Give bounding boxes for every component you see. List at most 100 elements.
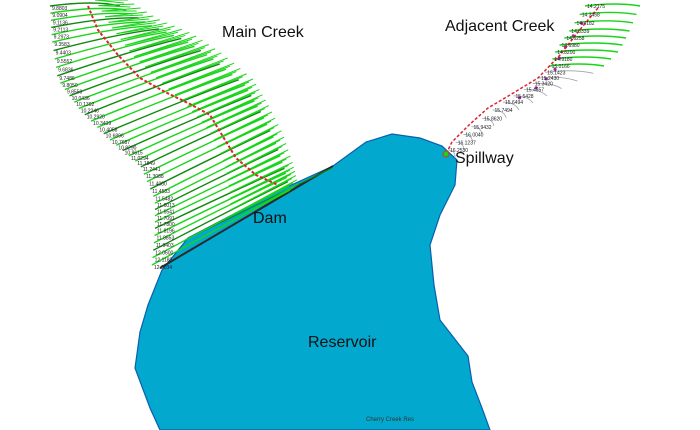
main-cross-section-line[interactable]: [53, 28, 160, 52]
main-cross-section-line[interactable]: [50, 12, 133, 22]
main-cross-section-line[interactable]: [154, 172, 287, 237]
main-cross-section-line[interactable]: [154, 142, 277, 204]
adjacent-station-label: 14.2175: [587, 4, 605, 10]
main-cross-section-line[interactable]: [154, 148, 279, 211]
main-cross-section-line[interactable]: [128, 100, 255, 157]
main-cross-section-fan: [116, 22, 168, 35]
adjacent-station-label: 15.2430: [541, 76, 559, 82]
main-cross-section-fan: [108, 15, 154, 23]
main-cross-section-line[interactable]: [51, 17, 139, 29]
main-cross-section-line[interactable]: [151, 189, 291, 266]
adjacent-station-label: 15.5428: [516, 94, 534, 100]
main-cross-section-fan: [228, 155, 291, 187]
main-station-label: 11.1849: [137, 161, 155, 167]
main-cross-section-line[interactable]: [73, 54, 208, 103]
adjacent-cross-section-line[interactable]: [545, 70, 594, 74]
main-station-label: 9.1136: [53, 20, 68, 26]
adjacent-station-label: 14.5339: [571, 29, 589, 35]
adjacent-cross-section-line[interactable]: [552, 56, 612, 60]
dam-label: Dam: [253, 210, 287, 227]
main-cross-section-line[interactable]: [140, 110, 262, 168]
main-cross-section-line[interactable]: [149, 129, 271, 190]
adjacent-cross-section-line[interactable]: [538, 76, 578, 82]
station-marker: [557, 56, 562, 60]
adjacent-cross-section-line[interactable]: [555, 49, 619, 53]
main-cross-section-line[interactable]: [116, 89, 249, 146]
main-cross-section-line[interactable]: [60, 41, 189, 84]
main-station-label: 9.0904: [52, 13, 68, 19]
adjacent-cross-section-line[interactable]: [492, 109, 507, 118]
main-station-label: 10.2246: [81, 108, 99, 114]
main-cross-section-fan: [225, 136, 285, 168]
adjacent-creek-centerline[interactable]: [445, 7, 599, 155]
main-cross-section-fan: [229, 166, 295, 199]
main-cross-section-fan: [129, 31, 190, 52]
adjacent-cross-section-line[interactable]: [574, 20, 634, 24]
adjacent-cross-section-line[interactable]: [579, 11, 637, 16]
main-cross-section-line[interactable]: [55, 34, 175, 69]
main-cross-section-fan: [139, 39, 203, 63]
main-cross-section-fan: [230, 179, 298, 217]
main-creek-cross-sections: [49, 0, 299, 266]
adjacent-station-label: 16.2530: [450, 148, 468, 154]
main-station-label: 9.8050: [62, 83, 78, 89]
main-station-label: 10.3409: [93, 121, 111, 127]
main-cross-section-line[interactable]: [52, 25, 152, 43]
main-cross-section-line[interactable]: [153, 136, 274, 197]
main-cross-section-line[interactable]: [154, 155, 281, 217]
adjacent-cross-section-line[interactable]: [513, 95, 534, 104]
main-cross-section-line[interactable]: [143, 117, 265, 175]
adjacent-station-label: 14.6980: [562, 43, 580, 49]
adjacent-cross-section-line[interactable]: [559, 42, 623, 46]
main-cross-section-line[interactable]: [57, 37, 182, 77]
adjacent-cross-section-line[interactable]: [463, 134, 473, 142]
station-marker: [544, 77, 548, 81]
station-marker: [517, 96, 522, 100]
main-cross-section-fan: [210, 105, 270, 134]
adjacent-cross-section-line[interactable]: [523, 89, 548, 97]
adjacent-station-label: 14.9180: [554, 57, 572, 63]
main-cross-section-line[interactable]: [69, 49, 201, 97]
main-station-label: 9.7486: [59, 76, 75, 82]
main-cross-section-line[interactable]: [51, 21, 146, 36]
main-cross-section-fan: [226, 143, 287, 174]
adjacent-cross-section-line[interactable]: [471, 126, 483, 134]
spillway-marker[interactable]: [442, 150, 450, 158]
main-cross-section-line[interactable]: [154, 161, 283, 223]
main-cross-section-line[interactable]: [64, 45, 195, 91]
adjacent-cross-section-line[interactable]: [532, 82, 562, 90]
main-station-label: 9.6836: [58, 67, 74, 73]
reservoir-polygon[interactable]: [134, 133, 491, 430]
adjacent-cross-section-line[interactable]: [447, 149, 456, 159]
adjacent-cross-section-line[interactable]: [549, 63, 605, 67]
main-station-label: 10.7687: [112, 140, 130, 146]
main-cross-section-line[interactable]: [84, 63, 220, 116]
main-cross-section-fan: [206, 99, 266, 129]
main-cross-section-line[interactable]: [103, 79, 239, 135]
main-cross-section-line[interactable]: [152, 180, 289, 251]
dam-line[interactable]: [159, 165, 334, 269]
adjacent-cross-section-line[interactable]: [502, 101, 520, 111]
adjacent-creek-label: Adjacent Creek: [445, 18, 555, 35]
main-station-label: 9.3583: [54, 42, 70, 48]
adjacent-cross-section-line[interactable]: [584, 3, 641, 7]
main-cross-section-fan: [220, 124, 279, 155]
adjacent-cross-section-line[interactable]: [569, 28, 630, 32]
main-cross-section-line[interactable]: [78, 58, 214, 110]
main-creek-centerline[interactable]: [87, 5, 279, 186]
adjacent-cross-section-line[interactable]: [481, 117, 495, 126]
main-cross-section-line[interactable]: [122, 94, 252, 152]
main-cross-section-line[interactable]: [97, 73, 233, 129]
station-marker: [579, 21, 584, 25]
main-cross-section-line[interactable]: [146, 123, 268, 183]
main-station-label: 10.1392: [76, 102, 94, 108]
main-cross-section-line[interactable]: [154, 167, 285, 230]
main-cross-section-line[interactable]: [152, 185, 290, 259]
adjacent-cross-section-line[interactable]: [564, 35, 627, 39]
main-cross-section-line[interactable]: [109, 84, 246, 141]
main-station-label: 10.6896: [106, 134, 124, 140]
adjacent-cross-section-line[interactable]: [455, 141, 465, 150]
main-cross-section-line[interactable]: [54, 31, 167, 60]
main-station-label: 9.2113: [53, 27, 68, 33]
main-cross-section-line[interactable]: [134, 105, 258, 162]
